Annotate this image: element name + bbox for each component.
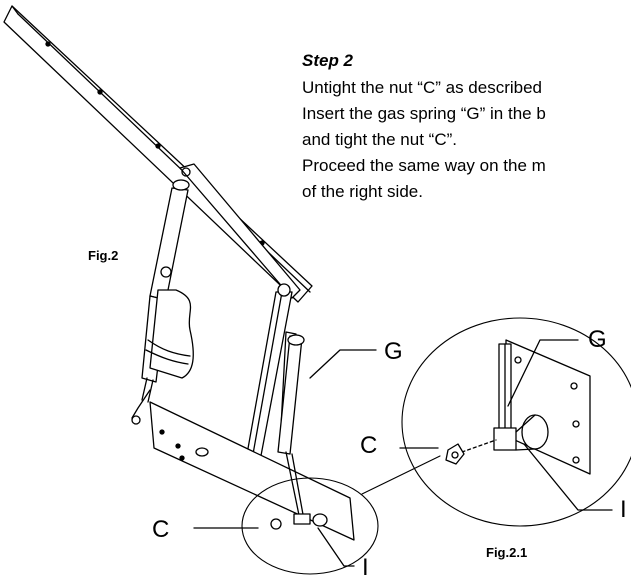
detail-marker-circle bbox=[241, 477, 379, 575]
figure-label-detail: Fig.2.1 bbox=[486, 545, 528, 560]
leader-lines bbox=[193, 339, 613, 567]
step-title: Step 2 bbox=[302, 51, 354, 70]
detail-parts bbox=[445, 339, 591, 475]
label-gas-spring-detail: G bbox=[588, 326, 607, 353]
left-bracket bbox=[145, 289, 194, 379]
label-nut-main: C bbox=[152, 516, 170, 543]
label-nut-detail: C bbox=[360, 432, 378, 459]
detail-view-ellipse bbox=[401, 317, 631, 527]
detail-connector-line bbox=[361, 455, 441, 495]
instruction-line-1: Untight the nut “C” as described bbox=[302, 78, 543, 97]
label-bolt-main: I bbox=[362, 554, 369, 581]
instruction-line-2: Insert the gas spring “G” in the b bbox=[302, 104, 546, 123]
instruction-line-4: Proceed the same way on the m bbox=[302, 156, 546, 175]
base-plate bbox=[149, 401, 355, 541]
instruction-line-3: and tight the nut “C”. bbox=[302, 130, 457, 149]
instruction-line-5: of the right side. bbox=[302, 182, 423, 201]
center-gas-spring bbox=[270, 331, 328, 530]
figure-label-main: Fig.2 bbox=[88, 248, 119, 263]
label-gas-spring-main: G bbox=[384, 338, 403, 365]
link-plate bbox=[179, 163, 301, 299]
label-bolt-detail: I bbox=[620, 496, 627, 523]
